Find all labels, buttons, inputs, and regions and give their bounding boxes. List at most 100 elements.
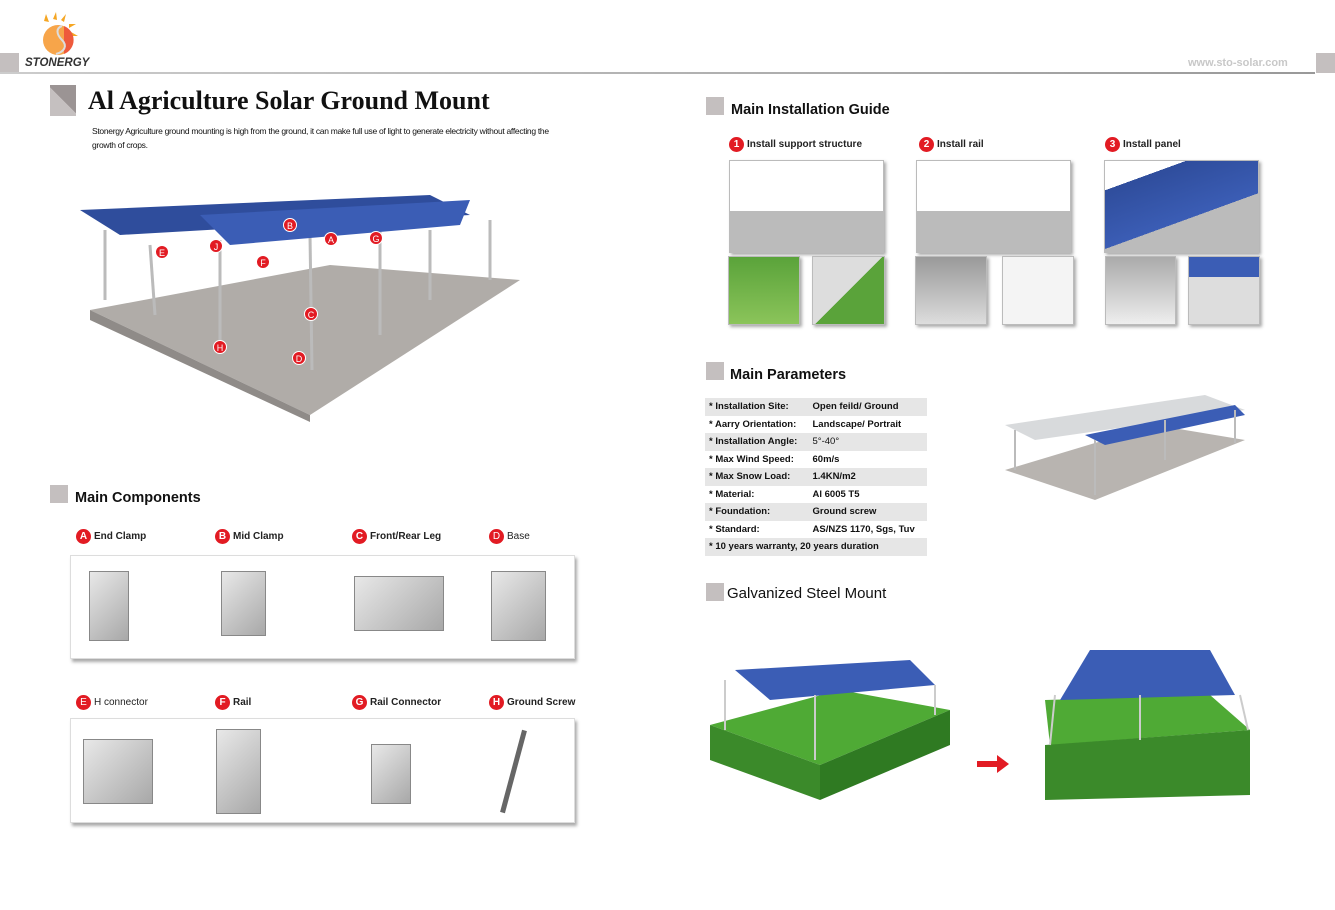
table-row: * Aarry Orientation: Landscape/ Portrait bbox=[705, 416, 927, 434]
label-text: Front/Rear Leg bbox=[370, 531, 442, 543]
rail-connector-image bbox=[371, 744, 411, 804]
rail-image bbox=[216, 729, 261, 814]
guide-heading: Main Installation Guide bbox=[731, 102, 890, 118]
label-text: Rail bbox=[233, 697, 252, 709]
detail-image-4 bbox=[1002, 256, 1074, 325]
label-text: H connector bbox=[94, 697, 148, 709]
components-square bbox=[50, 485, 68, 503]
param-value: 60m/s bbox=[812, 453, 840, 465]
table-row: * Standard:AS/NZS 1170, Sgs, Tuv bbox=[705, 521, 927, 539]
guide-square bbox=[706, 97, 724, 115]
ground-screw-image bbox=[500, 729, 527, 814]
components-heading: Main Components bbox=[75, 490, 201, 506]
step-number: 2 bbox=[919, 137, 934, 152]
param-value: AS/NZS 1170, Sgs, Tuv bbox=[812, 523, 915, 535]
parameters-square bbox=[706, 362, 724, 380]
param-value: Ground screw bbox=[808, 503, 927, 521]
label-text: Rail Connector bbox=[370, 697, 442, 709]
step-label: Install support structure bbox=[747, 139, 863, 151]
param-value: Al 6005 T5 bbox=[812, 488, 860, 500]
mid-clamp-image bbox=[221, 571, 266, 636]
table-row: * Max Snow Load:1.4KN/m2 bbox=[705, 468, 927, 486]
parameters-heading: Main Parameters bbox=[730, 367, 847, 383]
h-connector-image bbox=[83, 739, 153, 804]
table-row: * Installation Angle:5°-40° bbox=[705, 433, 927, 451]
param-key: * 10 years warranty, 20 years duration bbox=[705, 538, 927, 556]
badge-d: D bbox=[489, 529, 504, 544]
step-3-image bbox=[1104, 160, 1259, 253]
marker-f: F bbox=[256, 255, 270, 269]
badge-g: G bbox=[352, 695, 367, 710]
label-text: End Clamp bbox=[94, 531, 147, 543]
logo bbox=[38, 12, 84, 56]
brand-name: STONERGY bbox=[25, 57, 90, 69]
param-value: 5°-40° bbox=[808, 433, 927, 451]
parameters-mount-image bbox=[1005, 395, 1245, 500]
page-description: Stonergy Agriculture ground mounting is … bbox=[92, 126, 549, 150]
param-key: * Foundation: bbox=[705, 503, 809, 521]
badge-e: E bbox=[76, 695, 91, 710]
step-label: Install panel bbox=[1123, 139, 1181, 151]
components-row-2 bbox=[70, 718, 575, 823]
param-key: * Aarry Orientation: bbox=[709, 418, 797, 430]
marker-j: J bbox=[209, 239, 223, 253]
arrow-right-icon bbox=[977, 755, 1009, 773]
param-key: * Material: bbox=[709, 488, 755, 500]
detail-image-5 bbox=[1105, 256, 1176, 325]
header-square-left bbox=[0, 53, 19, 73]
badge-a: A bbox=[76, 529, 91, 544]
marker-b: B bbox=[283, 218, 297, 232]
mount-diagram bbox=[80, 190, 530, 425]
param-key: * Installation Angle: bbox=[705, 433, 809, 451]
label-text: Ground Screw bbox=[507, 697, 576, 709]
table-row: * Max Wind Speed: 60m/s bbox=[705, 451, 927, 469]
step-2-image bbox=[916, 160, 1071, 253]
detail-image-3 bbox=[915, 256, 987, 325]
marker-e: E bbox=[155, 245, 169, 259]
header-rule bbox=[0, 72, 1315, 74]
galvanized-mount-image-1 bbox=[710, 655, 950, 800]
marker-c: C bbox=[304, 307, 318, 321]
badge-h: H bbox=[489, 695, 504, 710]
marker-h: H bbox=[213, 340, 227, 354]
param-key: * Installation Site: bbox=[705, 398, 809, 416]
parameters-table: * Installation Site:Open feild/ Ground *… bbox=[705, 398, 927, 556]
param-value: Open feild/ Ground bbox=[808, 398, 927, 416]
param-value: Landscape/ Portrait bbox=[812, 418, 902, 430]
badge-f: F bbox=[215, 695, 230, 710]
label-text: Base bbox=[507, 531, 530, 543]
step-number: 1 bbox=[729, 137, 744, 152]
detail-image-1 bbox=[728, 256, 800, 325]
label-text: Mid Clamp bbox=[233, 531, 284, 543]
table-row: * 10 years warranty, 20 years duration bbox=[705, 538, 927, 556]
step-number: 3 bbox=[1105, 137, 1120, 152]
param-value: 1.4KN/m2 bbox=[808, 468, 927, 486]
components-row-1 bbox=[70, 555, 575, 659]
param-key: * Max Wind Speed: bbox=[709, 453, 794, 465]
detail-image-6 bbox=[1188, 256, 1260, 325]
end-clamp-image bbox=[89, 571, 129, 641]
website-url[interactable]: www.sto-solar.com bbox=[1188, 57, 1288, 69]
title-icon bbox=[50, 85, 76, 116]
table-row: * Installation Site:Open feild/ Ground bbox=[705, 398, 927, 416]
leg-image bbox=[354, 576, 444, 631]
header-square-right bbox=[1316, 53, 1335, 73]
table-row: * Foundation:Ground screw bbox=[705, 503, 927, 521]
galvanized-square bbox=[706, 583, 724, 601]
detail-image-2 bbox=[812, 256, 885, 325]
marker-g: G bbox=[369, 231, 383, 245]
table-row: * Material: Al 6005 T5 bbox=[705, 486, 927, 504]
step-1-image bbox=[729, 160, 884, 253]
badge-c: C bbox=[352, 529, 367, 544]
